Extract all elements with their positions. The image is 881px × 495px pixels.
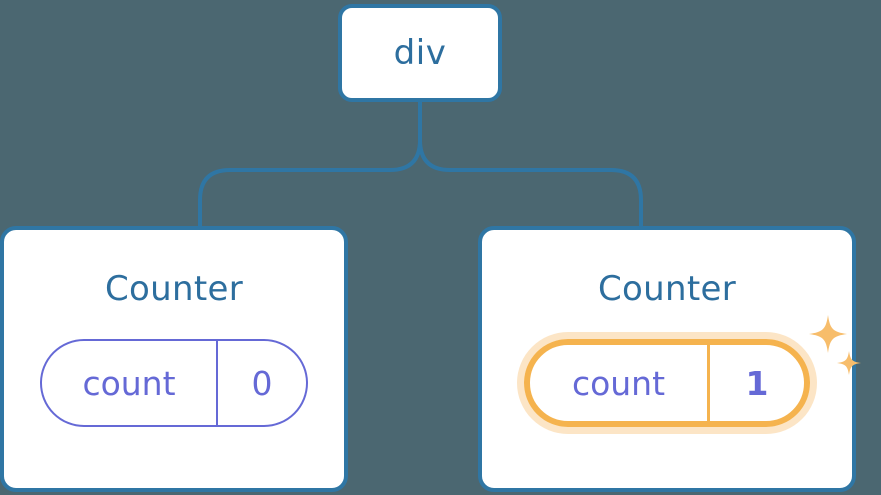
- node-counter-right[interactable]: Counter count 1: [478, 226, 861, 492]
- node-counter-left[interactable]: Counter count 0: [0, 226, 348, 492]
- state-value-right: 1: [745, 363, 769, 403]
- node-div-label: div: [393, 33, 447, 73]
- state-pill-left-wrapper: count 0: [40, 339, 308, 427]
- connector-left-branch: [198, 100, 422, 230]
- node-counter-right-title: Counter: [598, 269, 736, 309]
- state-key-right: count: [530, 345, 710, 421]
- node-counter-left-title: Counter: [105, 269, 243, 309]
- state-pill-left[interactable]: count 0: [40, 339, 308, 427]
- state-pill-right[interactable]: count 1: [524, 339, 810, 427]
- node-div[interactable]: div: [338, 4, 502, 102]
- state-key-left: count: [42, 341, 218, 425]
- state-pill-right-wrapper: count 1: [524, 315, 861, 427]
- sparkle-icon: [809, 315, 847, 353]
- state-value-left: 0: [251, 363, 273, 403]
- connector-right-branch: [418, 100, 643, 230]
